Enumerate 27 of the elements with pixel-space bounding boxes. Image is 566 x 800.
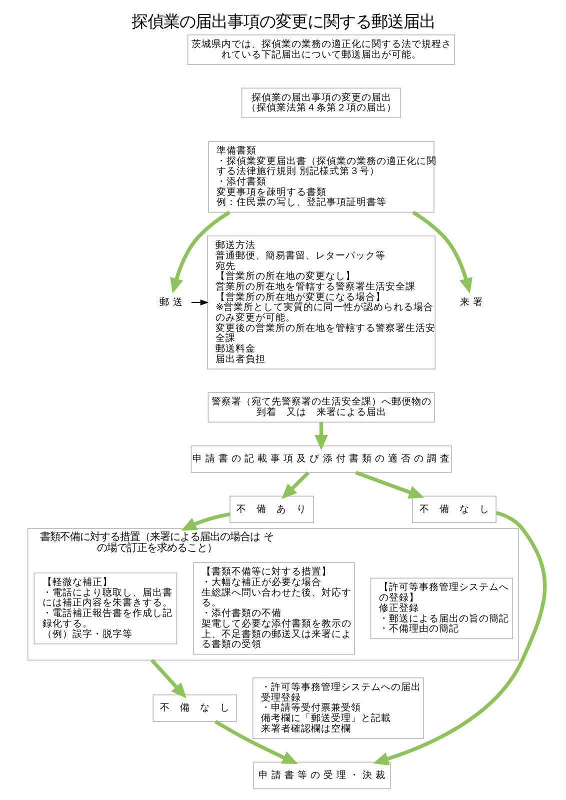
diagram-title: 探偵業の届出事項の変更に関する郵送届出: [131, 12, 435, 32]
arrow: [170, 210, 230, 294]
node-box: 申 請 書 等 の 受 理 ・ 決 裁: [252, 762, 390, 790]
arrow: [354, 470, 424, 499]
node-box: 準備書類 ・探偵業変更届出書（探偵業の業務の適正化に関する法律施行規則 別記様式第３号） ・添付書類 変更事項を疎明する書類 例：住民票の写し、登記事項証明書等: [208, 140, 434, 213]
arrow: [281, 471, 310, 499]
arrow: [214, 720, 298, 764]
node-box: 【許可等事務管理システムへの登録】 修正登録 ・郵送による届出の旨の簡記 ・不備理由の簡記: [370, 578, 513, 640]
arrow: [180, 512, 230, 531]
node-box: 【軽微な補正】 ・電話により聴取し、届出書には補正内容を朱書きする。 ・電話補正報告書を作成し記録化する。 （例）誤字・脱字等: [33, 572, 177, 644]
node-box: 茨城県内では、探偵業の業務の適正化に関する法で規程されている下記届出について郵送届出が可能。: [187, 34, 455, 65]
node-box: 警察署（宛て先警察署の生活安全課）へ郵便物の到着 又は 来署による届出: [207, 392, 434, 423]
node-text: 郵 送: [159, 296, 182, 308]
arrow: [412, 210, 472, 294]
node-box: 不 備 な し: [152, 694, 237, 722]
arrow: [372, 511, 546, 766]
arrow: [190, 300, 208, 306]
node-box: 【書類不備等に対する措置】 ・大幅な補正が必要な場合 生総課へ問い合わせた後、対応する。 ・添付書類の不備 架電して必要な添付書類を教示の上、不足書類の郵送又は来署による書類の受領: [192, 562, 354, 655]
node-box: 申 請 書 の 記 載 事 項 及 び 添 付 書 類 の 適 否 の 調 査: [190, 445, 452, 473]
arrow: [150, 658, 186, 698]
node-box: 不 備 な し: [412, 496, 496, 524]
node-box: 探偵業の届出事項の変更の届出 （探偵業法第４条第２項の届出）: [240, 88, 401, 118]
node-box: 郵送方法 普通郵便、簡易書留、レターパック等 宛先 【営業所の所在地の変更なし】 営業所の所在地を管轄する警察署生活安全課 【営業所の所在地が変更になる場合】 ※営業所として実質的に同一性が認められる場合のみ変更が可能。 変更後の営業所の所在地を管轄する警察署生活安全課 郵送料金 届出者負担: [206, 236, 435, 370]
node-box: 不 備 あ り: [229, 496, 314, 524]
node-box: ・許可等事務管理システムへの届出受理登録 ・申請等受付票兼受領 備考欄に「郵送受理」と記載 来署者確認欄は空欄: [252, 678, 424, 739]
node-text: 来 署: [459, 296, 482, 308]
arrow: [314, 422, 328, 450]
